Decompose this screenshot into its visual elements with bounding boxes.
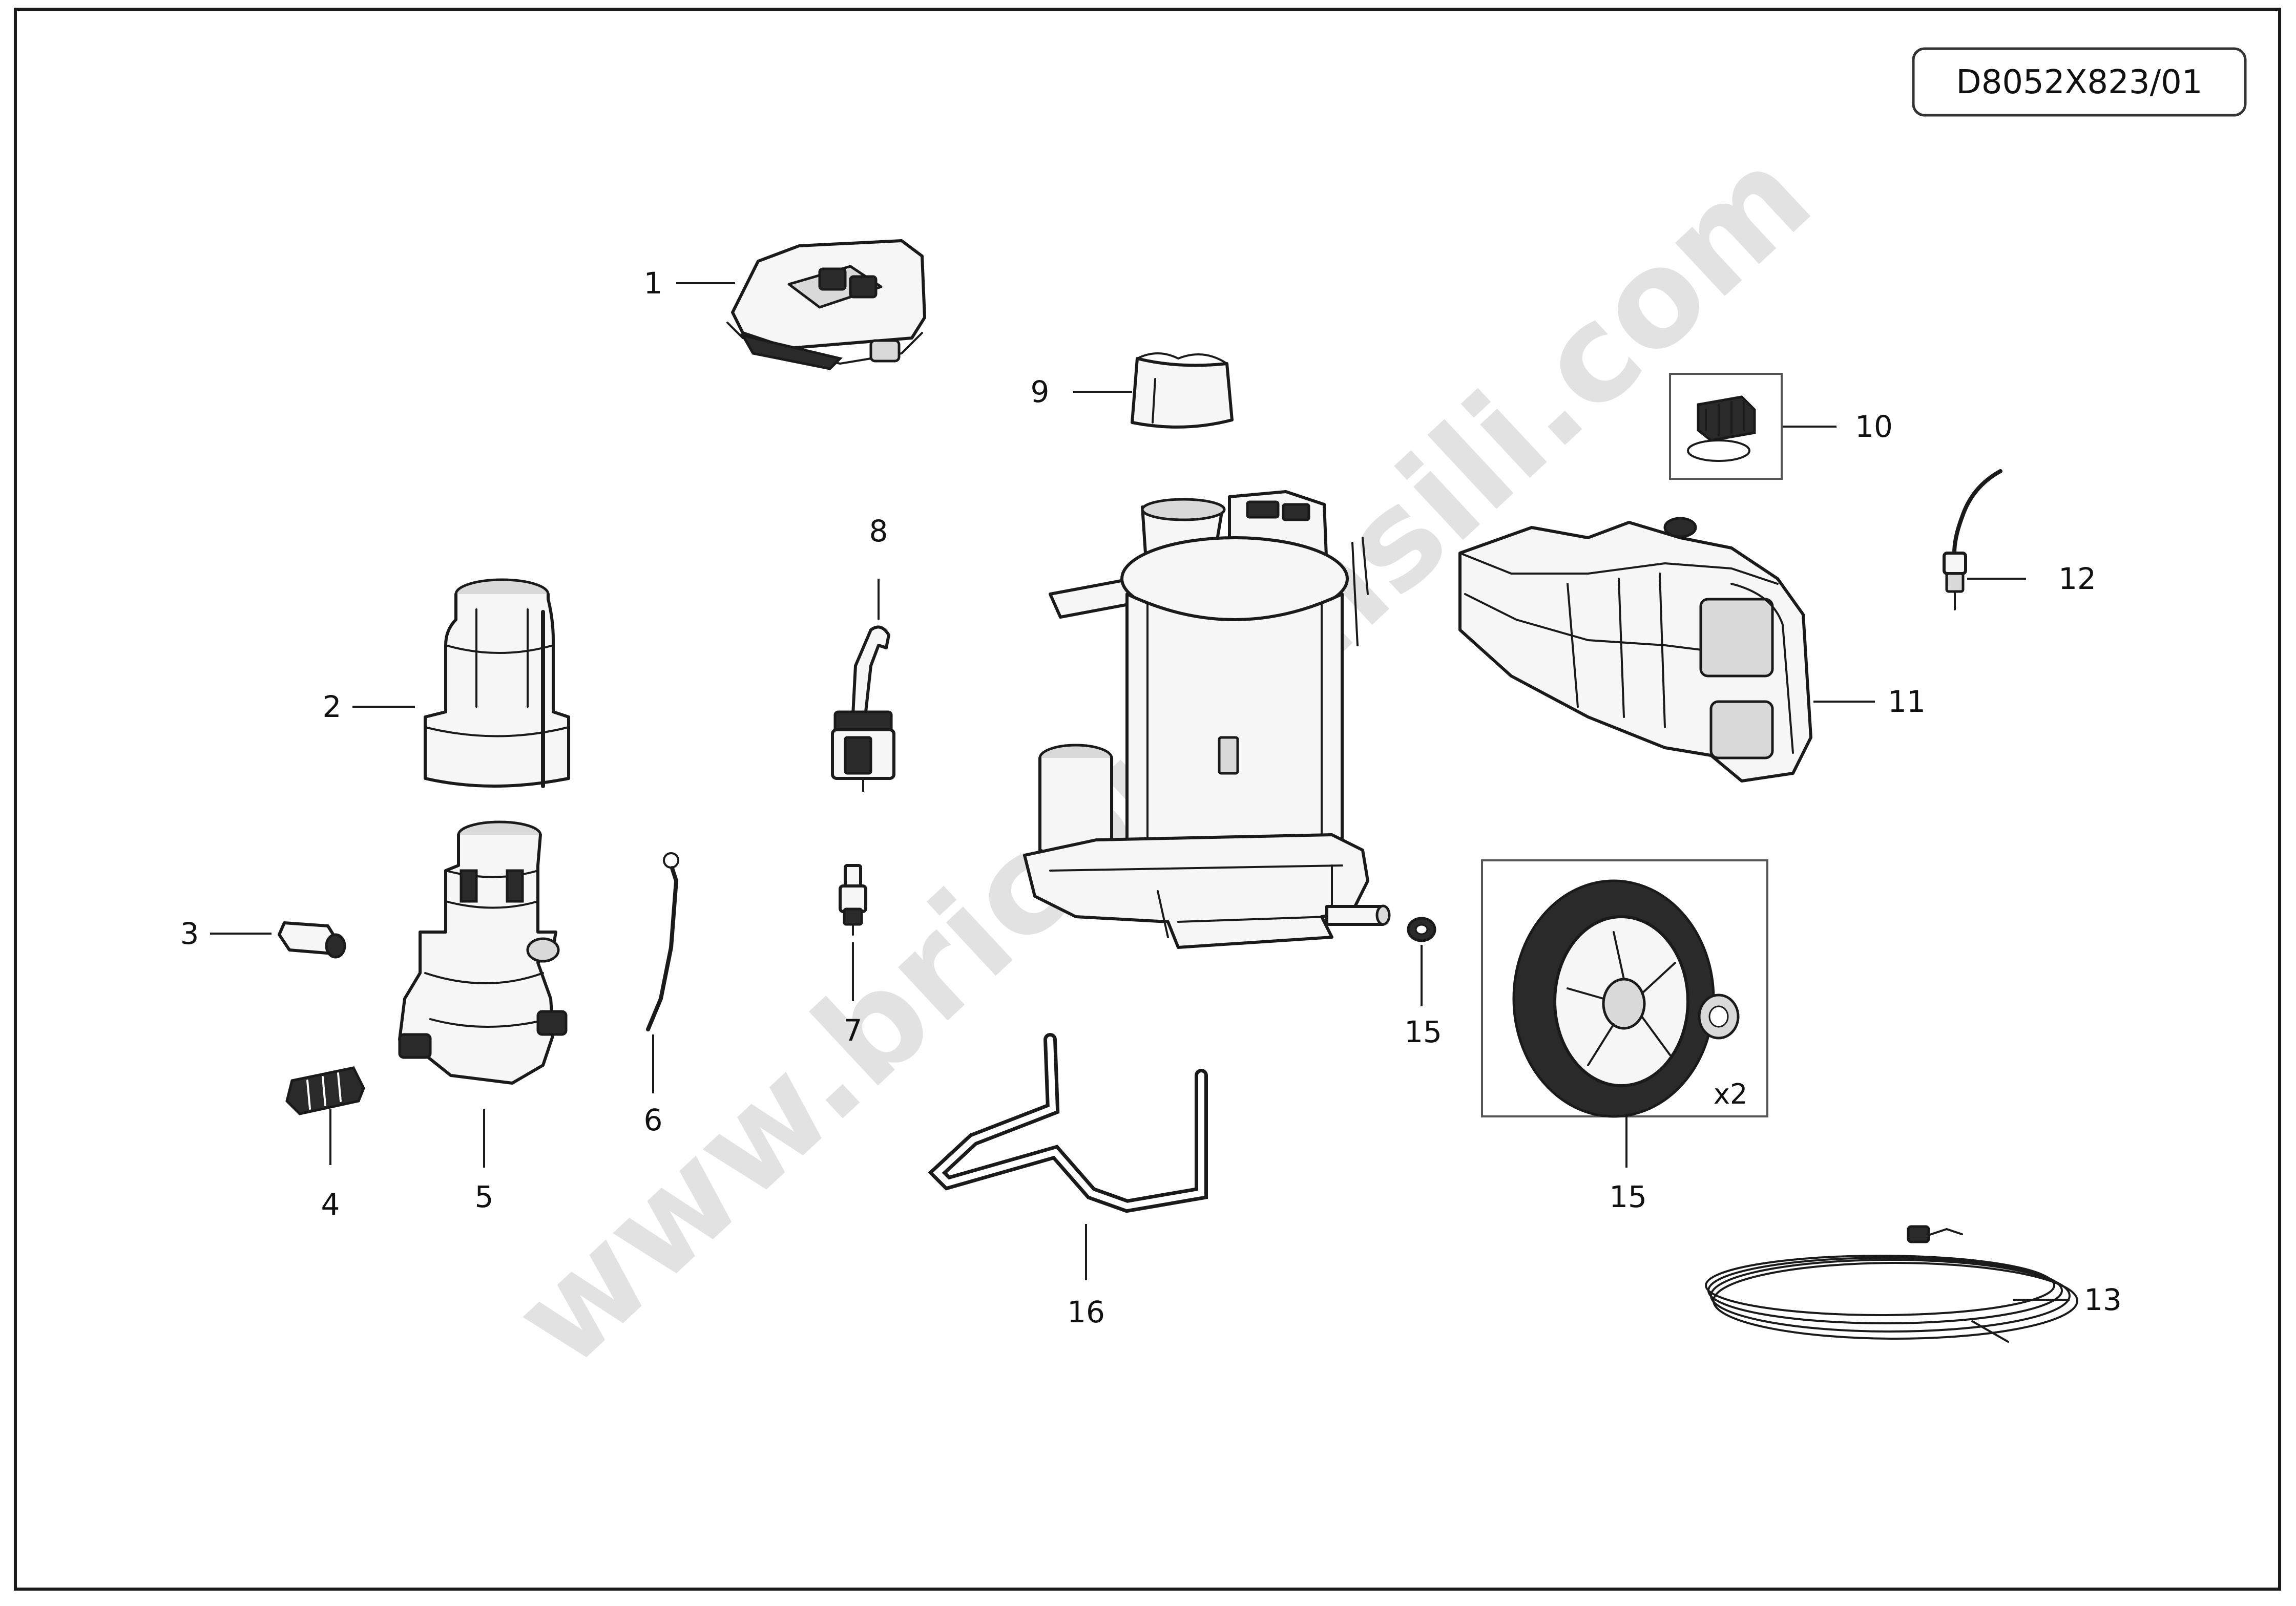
part-3-bushing (278, 921, 346, 959)
callout-9: 9 (1031, 374, 1050, 409)
part-7-pressure-sensor (839, 864, 867, 936)
callout-3: 3 (180, 916, 199, 951)
callout-15-washer: 15 (1404, 1015, 1442, 1049)
callout-1: 1 (644, 266, 663, 301)
part-10-kit-box (1669, 373, 1783, 480)
part-12-sensor (1943, 469, 2002, 610)
reference-code-box: D8052X823/01 (1912, 47, 2247, 117)
part-1-control-cover (726, 239, 926, 370)
leader-lines (210, 282, 2070, 1301)
part-5-pump-assembly (398, 820, 568, 1085)
callout-2: 2 (323, 689, 342, 724)
part-2-motor-casing (424, 578, 570, 788)
part-8-solenoid-valve (831, 625, 895, 792)
part-15-wheel: x2 (1512, 879, 1747, 1118)
callout-11: 11 (1888, 684, 1926, 719)
callout-5: 5 (475, 1179, 494, 1214)
callout-4: 4 (321, 1187, 340, 1222)
callout-10: 10 (1855, 409, 1893, 444)
callout-16: 16 (1067, 1295, 1105, 1329)
part-11-housing-shell (1458, 517, 1812, 783)
central-tank-assembly (1023, 490, 1391, 949)
part-10-cap-and-oring (1687, 395, 1756, 462)
part-16-handle-frame (928, 1033, 1208, 1213)
callout-8: 8 (869, 514, 888, 548)
callout-12: 12 (2058, 561, 2096, 596)
part-6-ground-wire (646, 852, 679, 1031)
part-4-threaded-fitting (285, 1066, 365, 1115)
part-15-washer (1407, 917, 1436, 942)
part-13-power-cable (1705, 1225, 2078, 1343)
wheel-quantity-label: x2 (1714, 1078, 1747, 1110)
callout-labels: 1 2 3 4 5 6 7 8 9 10 11 12 13 15 15 16 (180, 266, 2122, 1329)
callout-6: 6 (644, 1103, 663, 1137)
callout-15-wheel: 15 (1609, 1179, 1647, 1214)
callout-7: 7 (844, 1013, 863, 1048)
part-9-sleeve (1131, 352, 1234, 429)
callout-13: 13 (2084, 1282, 2122, 1317)
reference-code: D8052X823/01 (1956, 64, 2202, 101)
